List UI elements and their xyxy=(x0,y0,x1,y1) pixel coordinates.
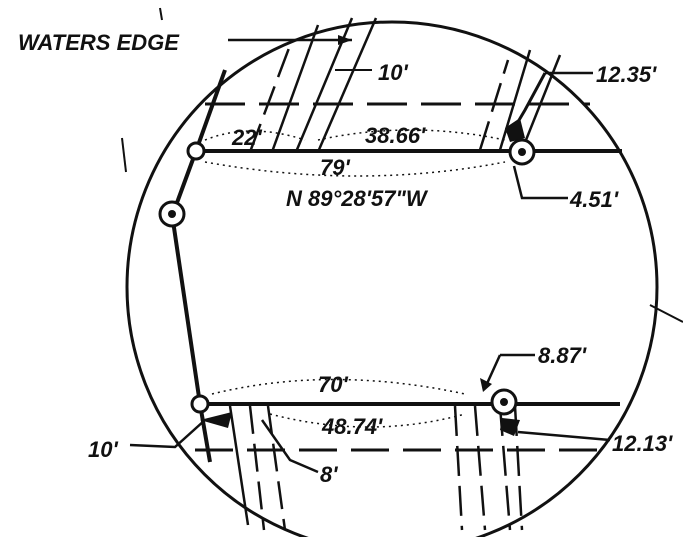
bottom-small-leader xyxy=(260,419,319,474)
corner-point-top-left xyxy=(186,141,206,161)
ink-mark-bottom-left xyxy=(200,412,232,428)
dim-arc-22 xyxy=(204,130,306,141)
monument-bottom-right xyxy=(490,388,518,416)
ink-mark-top xyxy=(505,118,525,142)
stray-mark-2 xyxy=(121,137,127,173)
label-top-left-segment: 22' xyxy=(231,125,262,150)
detail-circle xyxy=(125,20,659,537)
left-shore-line xyxy=(194,69,227,152)
left-boundary-line xyxy=(169,150,202,405)
bottom-right-leader xyxy=(517,430,611,442)
label-top-total: 79' xyxy=(320,155,350,180)
waters-edge-arrow xyxy=(338,35,352,45)
label-right-offset-top: 4.51' xyxy=(569,187,619,212)
stray-mark xyxy=(159,7,163,21)
ink-mark-bottom-right xyxy=(500,418,520,436)
left-lower-line xyxy=(198,403,212,463)
label-bottom-segment: 48.74' xyxy=(321,414,383,439)
bottom-left-leader xyxy=(129,419,206,449)
label-top-right-segment: 38.66' xyxy=(365,123,426,148)
right-offset-leader xyxy=(512,165,568,200)
bottom-right-arrow xyxy=(480,378,492,392)
leader-line-right xyxy=(649,304,683,323)
dim-arc-4874 xyxy=(269,413,466,428)
corner-point-bottom-left xyxy=(190,394,210,414)
label-bottom-right: 12.13' xyxy=(612,431,673,456)
dim-arc-79 xyxy=(204,161,506,177)
label-bottom-small: 8' xyxy=(320,462,338,487)
label-top-right: 12.35' xyxy=(596,62,657,87)
monument-top-right xyxy=(508,138,536,166)
label-bottom-total: 70' xyxy=(318,372,348,397)
label-bearing: N 89°28'57"W xyxy=(286,186,429,211)
label-top-offset: 10' xyxy=(378,60,408,85)
label-bottom-left-offset: 10' xyxy=(88,437,118,462)
label-bottom-right-offset: 8.87' xyxy=(538,343,587,368)
label-waters-edge: WATERS EDGE xyxy=(18,30,180,55)
monument-left xyxy=(158,200,186,228)
dim-arc-70 xyxy=(211,378,466,395)
